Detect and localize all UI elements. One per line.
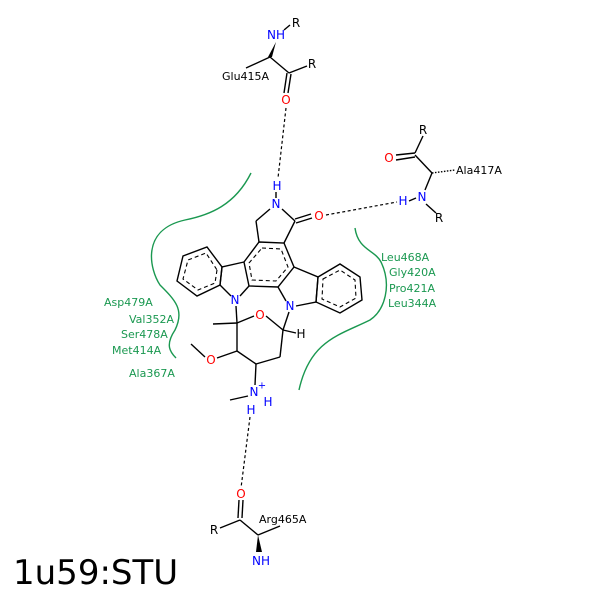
nh-label: NH <box>267 28 285 42</box>
oxygen-label: O <box>314 209 323 223</box>
hydrophobic-residue-label: Leu468A <box>381 251 430 264</box>
hydrophobic-residue-label: Gly420A <box>389 266 436 279</box>
r-group-label: R <box>419 123 427 137</box>
nitrogen-label: N <box>272 197 281 211</box>
hydrophobic-residue-label: Met414A <box>112 344 162 357</box>
ammonium-nitrogen-label: N <box>250 385 259 399</box>
complex-title: 1u59:STU <box>13 553 178 593</box>
nitrogen-label: N <box>286 299 295 313</box>
hbond-arg465 <box>240 416 251 489</box>
oxygen-label: O <box>236 487 245 501</box>
hydrophobic-residue-label: Leu344A <box>388 297 437 310</box>
r-group-label: R <box>292 16 300 30</box>
hbond-ala417 <box>325 201 398 216</box>
residue-ala417a: R O Ala417A N H R <box>384 123 502 225</box>
hydrogen-label: H <box>272 179 281 193</box>
residue-label-arg465a: Arg465A <box>259 513 307 526</box>
ligand-staurosporine: H N O N N O H O N + H H <box>176 179 363 417</box>
hydrophobic-residue-label: Ala367A <box>129 367 175 380</box>
residue-arg465a: O R Arg465A NH <box>210 487 307 568</box>
hydrophobic-arc-right <box>298 227 388 391</box>
hbond-glu415 <box>277 107 287 179</box>
hydrogen-label: H <box>263 395 272 409</box>
hydrogen-label: H <box>398 194 407 208</box>
r-group-label: R <box>435 211 443 225</box>
residue-glu415a: R NH R O Glu415A <box>222 16 316 107</box>
oxygen-label: O <box>255 308 264 322</box>
hydrophobic-residue-label: Val352A <box>129 313 174 326</box>
oxygen-label: O <box>206 353 215 367</box>
nh-label: NH <box>252 554 270 568</box>
oxygen-label: O <box>384 151 393 165</box>
hydrophobic-residue-label: Asp479A <box>104 296 153 309</box>
residue-label-glu415a: Glu415A <box>222 70 270 83</box>
hydrophobic-arc-left <box>150 172 252 359</box>
hydrophobic-residue-label: Pro421A <box>389 282 435 295</box>
hydrogen-label: H <box>246 403 255 417</box>
oxygen-label: O <box>281 93 290 107</box>
nitrogen-label: N <box>418 190 427 204</box>
hydrophobic-residue-label: Ser478A <box>121 328 168 341</box>
hydrogen-label: H <box>296 327 305 341</box>
r-group-label: R <box>210 523 218 537</box>
nitrogen-label: N <box>231 293 240 307</box>
r-group-label: R <box>308 57 316 71</box>
residue-label-ala417a: Ala417A <box>456 164 502 177</box>
charge-plus-label: + <box>258 381 266 392</box>
